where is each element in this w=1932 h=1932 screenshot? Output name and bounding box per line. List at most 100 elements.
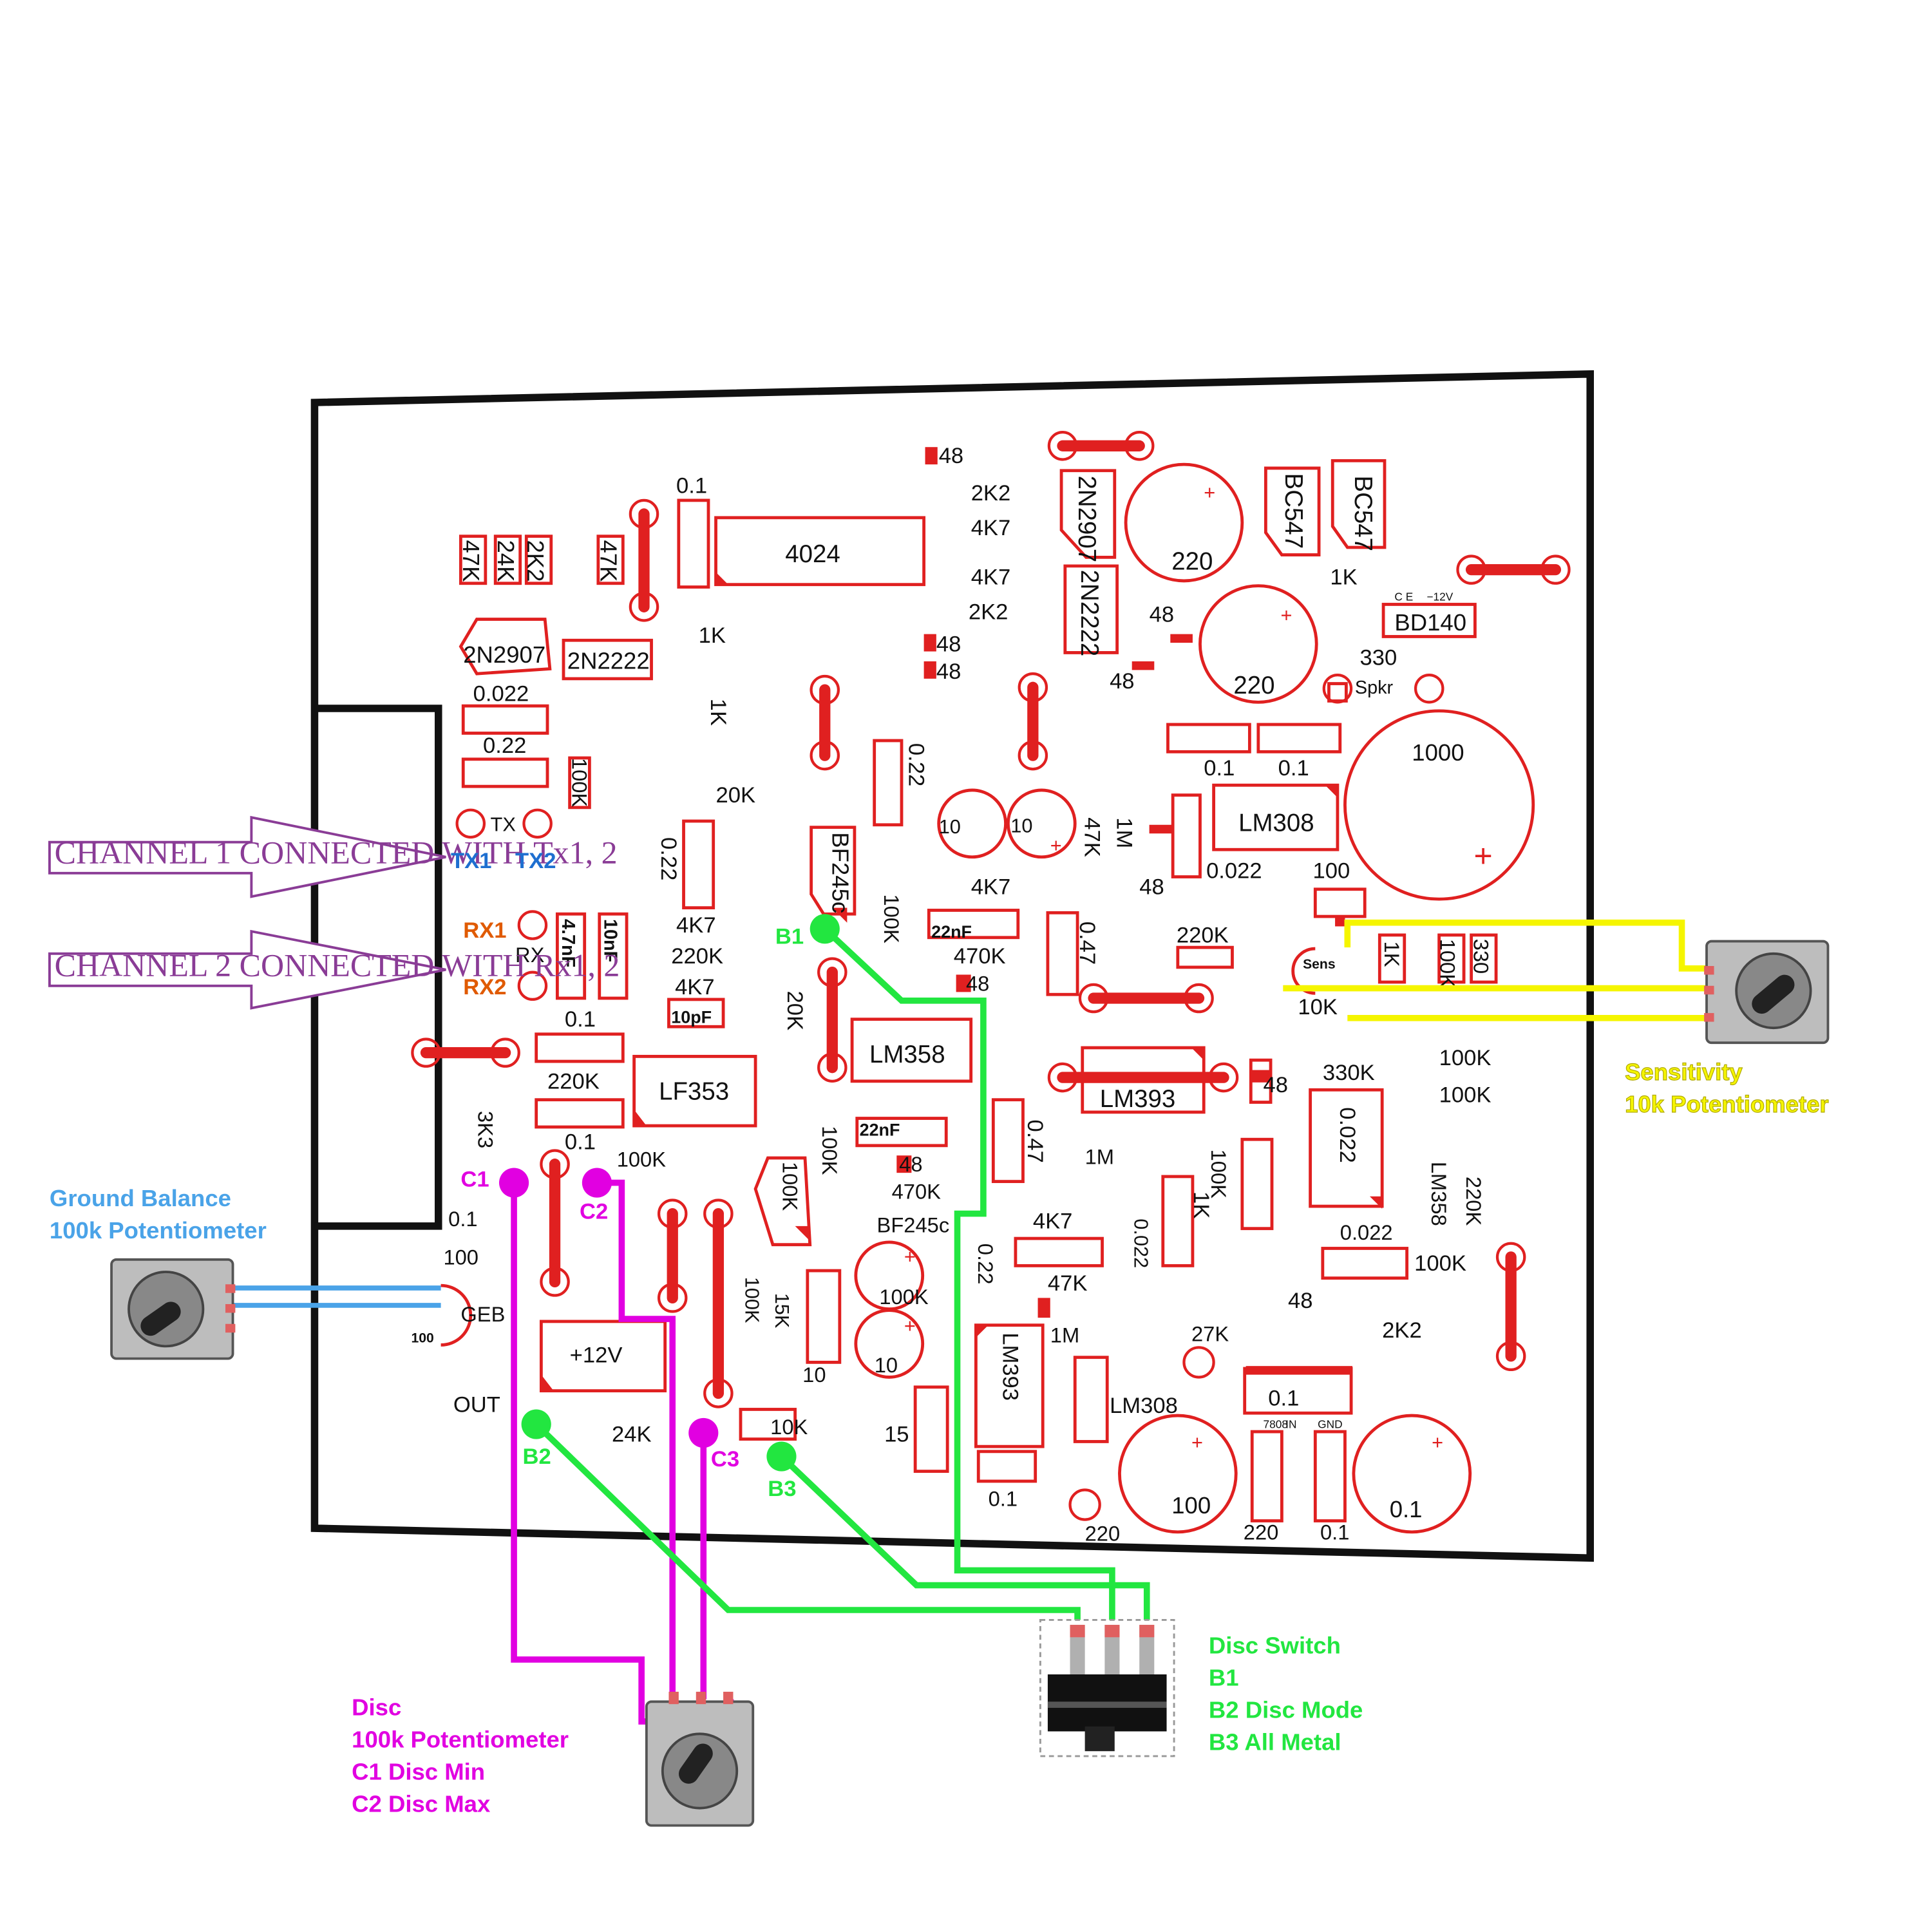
- component-label: 1M: [1085, 1145, 1114, 1169]
- component-label: 10: [1010, 814, 1032, 837]
- disc-switch-note: Disc Switch B1 B2 Disc Mode B3 All Metal: [1209, 1632, 1363, 1755]
- component-label: 0.1: [565, 1130, 596, 1155]
- component-label: BF245c: [877, 1213, 950, 1236]
- component-label: 0.1: [1268, 1387, 1299, 1411]
- disc-line4: C2 Disc Max: [352, 1790, 491, 1817]
- ground-balance-pot-icon: [110, 1258, 236, 1360]
- component-label: 100: [443, 1245, 478, 1269]
- component-label: 100K: [1207, 1150, 1231, 1199]
- component-outlines: [459, 459, 1477, 1448]
- component-label: 2K2: [522, 540, 549, 582]
- component-label: 48: [1139, 875, 1164, 899]
- component-label: 4K7: [1033, 1209, 1073, 1234]
- component-label: 48: [1288, 1289, 1313, 1313]
- component-label: 24K: [493, 540, 519, 582]
- component-label: 4K7: [675, 975, 715, 999]
- component-label: 330: [1360, 646, 1397, 670]
- component-label: IN: [1285, 1417, 1296, 1430]
- component-label: 15: [884, 1422, 909, 1446]
- component-label: 4K7: [971, 516, 1011, 540]
- component-label: TX: [491, 813, 516, 835]
- component-label: 100: [1312, 858, 1350, 883]
- component-label: OUT: [453, 1392, 500, 1417]
- component-label: 220: [1233, 672, 1274, 699]
- component-label: 2N2907: [1073, 475, 1101, 562]
- sensitivity-wires: [1283, 919, 1709, 1021]
- component-label: 48: [936, 632, 961, 657]
- disc-switch-line4: B3 All Metal: [1209, 1728, 1341, 1755]
- sensitivity-note: Sensitivity 10k Potentiometer: [1625, 1058, 1830, 1117]
- component-label: 10K: [1298, 995, 1338, 1019]
- component-label: 0.1: [1278, 756, 1309, 781]
- svg-text:+: +: [904, 1314, 916, 1337]
- component-label: 48: [939, 444, 964, 468]
- ground-balance-subtitle: 100k Potentiometer: [50, 1217, 267, 1244]
- component-label: 20K: [716, 783, 756, 808]
- electrolytic-capacitors: [854, 462, 1535, 1534]
- disc-title: Disc: [352, 1694, 401, 1720]
- component-label: 220K: [1462, 1177, 1486, 1226]
- component-label: 0.022: [1130, 1218, 1153, 1268]
- ground-balance-title: Ground Balance: [50, 1185, 231, 1211]
- svg-text:+: +: [1280, 603, 1292, 626]
- component-label: LM308: [1110, 1394, 1178, 1418]
- component-label: 100K: [879, 1285, 929, 1309]
- component-label: E: [1406, 591, 1414, 603]
- component-label: 220: [1085, 1521, 1121, 1545]
- component-label: 220K: [1177, 923, 1229, 947]
- b3-label: B3: [768, 1477, 796, 1501]
- polarity-marks: ++ ++ ++ + +: [904, 481, 1493, 1454]
- disc-switch-line3: B2 Disc Mode: [1209, 1696, 1363, 1723]
- component-label: 0.47: [1075, 922, 1099, 965]
- component-label: GND: [1318, 1417, 1342, 1430]
- component-label: 220K: [547, 1069, 600, 1094]
- component-label: 4K7: [676, 913, 716, 938]
- connection-labels: C1 C2 C3 B1 B2 B3: [460, 924, 804, 1501]
- component-label: 47K: [1048, 1271, 1088, 1296]
- component-label: 100: [1171, 1492, 1211, 1519]
- sensitivity-title: Sensitivity: [1625, 1059, 1743, 1085]
- component-label: 15K: [771, 1293, 793, 1329]
- component-label: 100K: [1414, 1251, 1466, 1276]
- component-label: 47K: [1080, 817, 1104, 857]
- component-label: 2K2: [971, 481, 1011, 506]
- channel1-arrow: CHANNEL 1 CONNECTED WITH Tx1, 2: [48, 815, 618, 898]
- component-label: BC547: [1349, 475, 1377, 551]
- c2-label: C2: [580, 1199, 608, 1224]
- component-label: 3K3: [473, 1111, 497, 1148]
- component-label: 100K: [1439, 1046, 1492, 1070]
- component-label: 470K: [954, 944, 1006, 969]
- component-label: LM358: [869, 1041, 945, 1068]
- component-label: 10nF: [600, 919, 620, 962]
- b2-label: B2: [523, 1444, 551, 1469]
- component-label: 0.22: [483, 734, 526, 758]
- jumper-pads: [411, 431, 1571, 1521]
- component-label: 2K2: [1382, 1318, 1422, 1343]
- component-label: BC547: [1280, 473, 1307, 549]
- component-label: 0.22: [656, 837, 681, 880]
- component-label: 0.1: [1320, 1520, 1349, 1544]
- component-label: 0.022: [1340, 1220, 1393, 1244]
- component-label: LM358: [1427, 1162, 1451, 1226]
- component-label: 48: [1264, 1073, 1288, 1097]
- component-label: 22nF: [931, 922, 972, 942]
- component-label: 100K: [741, 1277, 764, 1323]
- disc-switch-line2: B1: [1209, 1664, 1239, 1690]
- component-label: 0.1: [448, 1207, 477, 1231]
- component-label: 10: [802, 1363, 826, 1387]
- component-label: 330K: [1323, 1061, 1375, 1085]
- component-label: 0.22: [974, 1244, 998, 1285]
- component-label: 24K: [612, 1422, 652, 1446]
- component-label: 0.1: [565, 1007, 596, 1032]
- component-label: 10K: [770, 1415, 808, 1439]
- component-labels: 482K24K74K72K248482N29072N22222202204848…: [411, 444, 1493, 1545]
- component-label: 100K: [818, 1126, 842, 1175]
- component-label: 10: [939, 815, 961, 838]
- passive-bodies: [459, 498, 1498, 1522]
- svg-text:+: +: [1432, 1431, 1443, 1454]
- component-label: 4K7: [971, 565, 1011, 590]
- component-label: 100K: [778, 1162, 802, 1211]
- component-label: 100K: [880, 894, 904, 943]
- tx-rx-labels: TX1 TX2 RX1 RX2: [451, 849, 556, 999]
